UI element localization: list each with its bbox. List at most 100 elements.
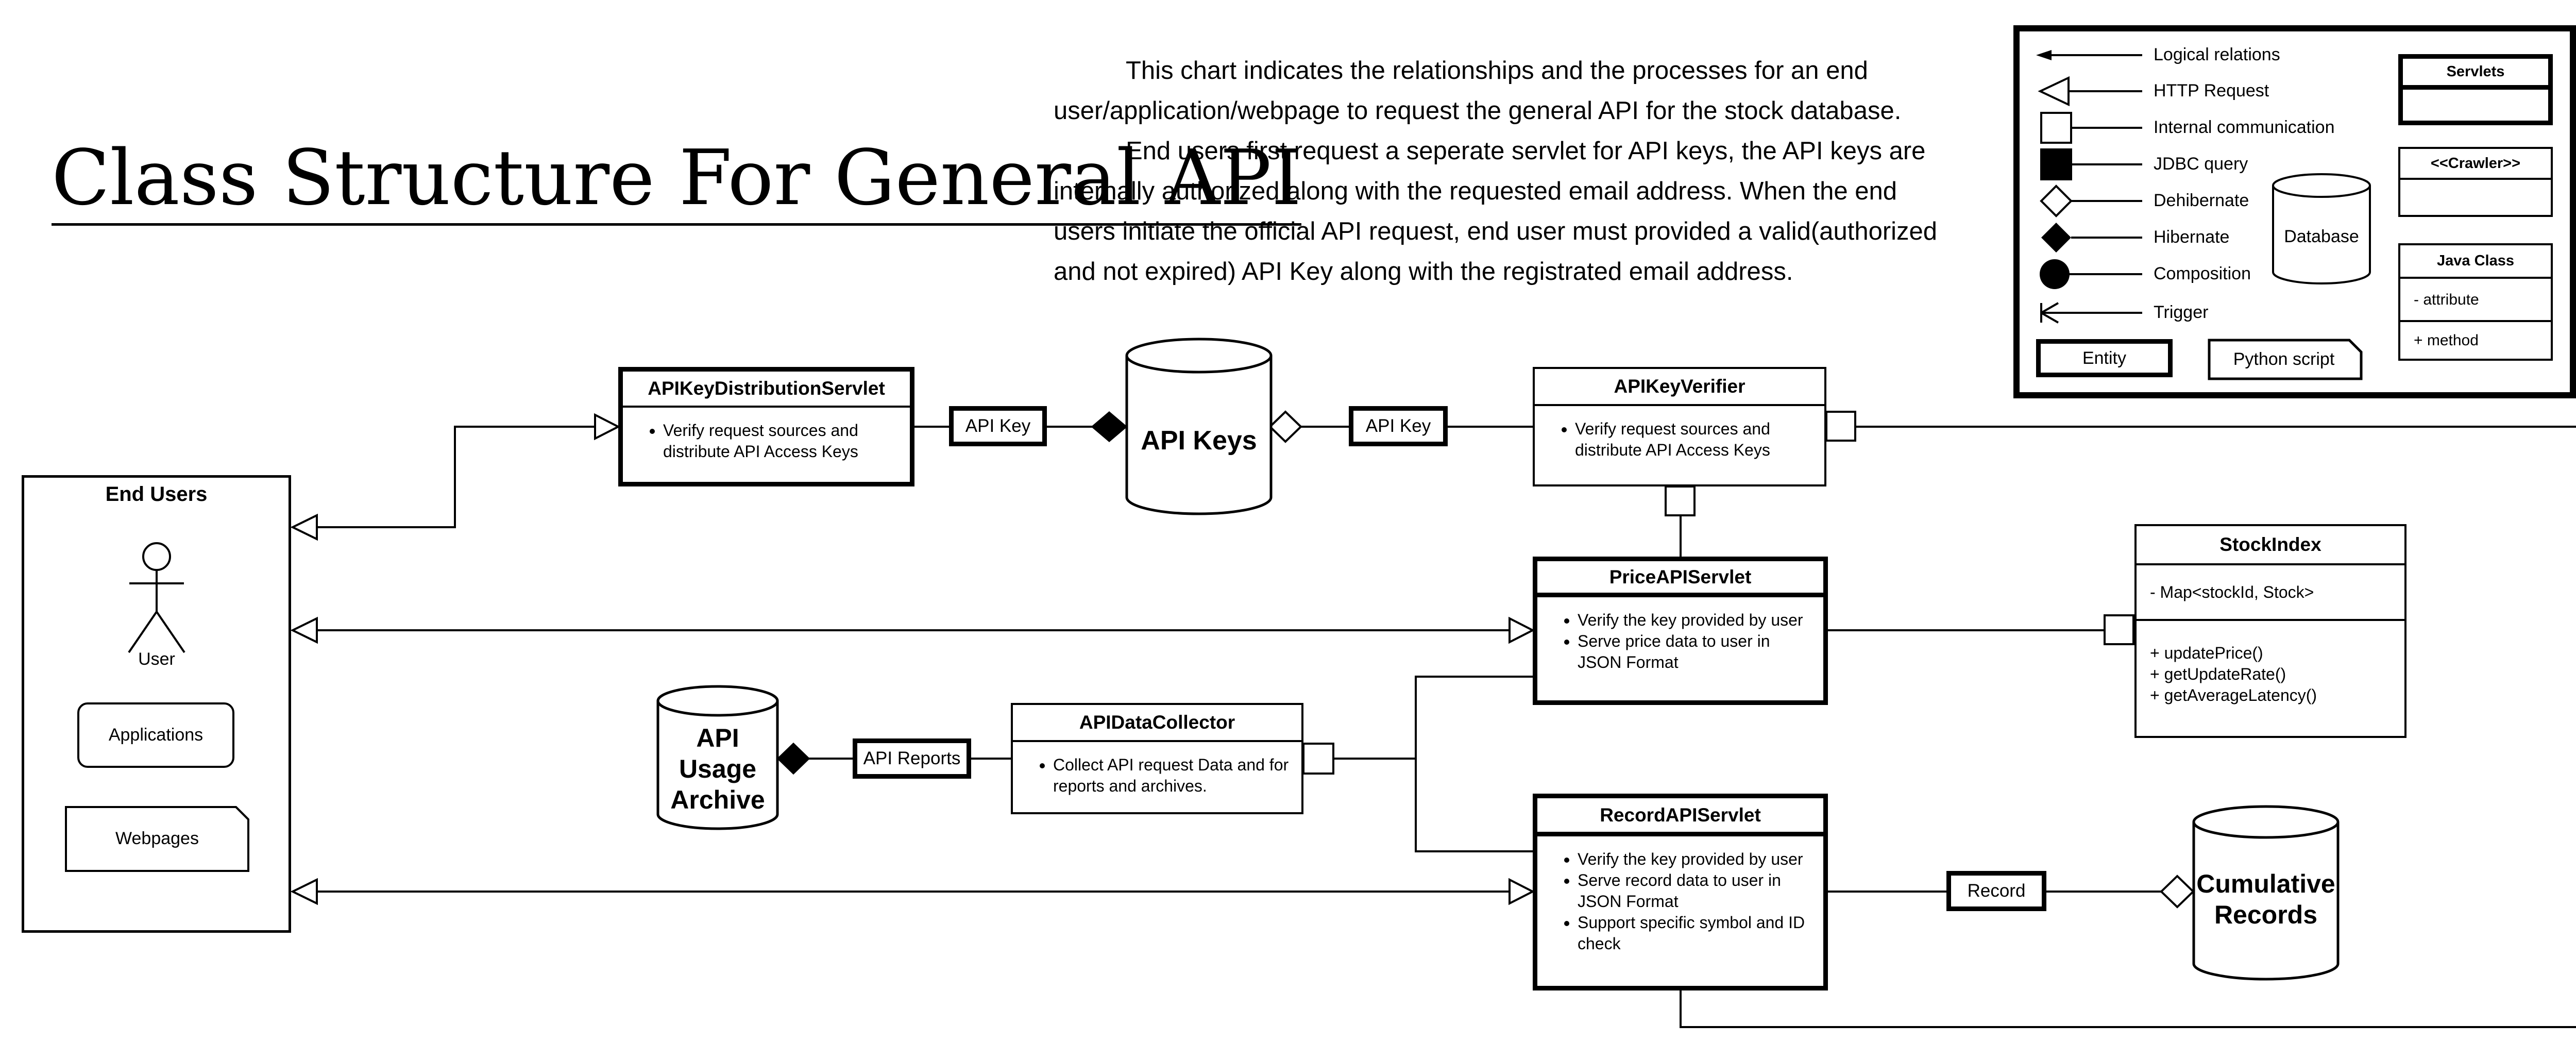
description-paragraph-2: End users first request a seperate servl… [1054,137,1938,286]
legend-servlets-name: Servlets [2403,59,2548,90]
user-icon-leg-left [128,611,158,653]
legend-java-class: Java Class - attribute + method [2398,243,2553,361]
api-key-label-right: API Key [1349,406,1448,446]
connector-enduser-keydistribution [317,426,598,528]
class-bullet: Verify request sources and distribute AP… [1575,418,1817,461]
hibernate-marker [776,742,810,775]
end-users-panel: End Users [22,475,291,933]
filled-circle-icon [2040,259,2070,289]
legend-python-label: Python script [2233,349,2335,369]
internal-comm-marker [1665,485,1696,516]
legend-label-jdbc: JDBC query [2154,154,2248,174]
record-api-servlet: RecordAPIServlet Verify the key provided… [1533,794,1828,990]
class-name: RecordAPIServlet [1537,798,1823,836]
hibernate-marker [1091,411,1128,442]
api-data-collector: APIDataCollector Collect API request Dat… [1011,703,1303,814]
user-label: User [138,649,175,669]
description-paragraph-1: This chart indicates the relationships a… [1054,57,1902,125]
legend-java-class-name: Java Class [2400,245,2551,279]
class-bullet: Support specific symbol and ID check [1578,912,1816,954]
usage-archive-db-label: API Usage Archive [670,724,765,814]
api-keys-db-label: API Keys [1141,426,1257,456]
legend-label-internal: Internal communication [2154,117,2335,137]
http-request-arrow [290,878,318,905]
legend-database-body [2272,186,2371,284]
description: This chart indicates the relationships a… [1054,51,1940,292]
cumulative-records-db-label: Cumulative Records [2196,869,2335,929]
legend-entity: Entity [2036,339,2173,377]
http-request-arrow [594,413,621,441]
python-script-note [2208,339,2363,380]
class-method: + getUpdateRate() [2150,665,2286,683]
filled-diamond-icon [2041,223,2071,253]
stock-index-class: StockIndex - Map<stockId, Stock> + updat… [2134,524,2406,738]
class-name: StockIndex [2137,526,2404,565]
legend-crawler: <<Crawler>> [2398,147,2553,217]
class-bullet: Serve price data to user in JSON Format [1578,631,1816,673]
legend-label-dehibernate: Dehibernate [2154,191,2249,210]
class-name: APIDataCollector [1013,705,1301,742]
legend-label-logical: Logical relations [2154,45,2280,64]
internal-comm-marker [1302,743,1334,775]
record-label: Record [1946,871,2046,911]
hollow-diamond-icon [2040,184,2073,217]
legend-label-trigger: Trigger [2154,303,2209,322]
dehibernate-marker [1268,410,1302,443]
class-method: + getAverageLatency() [2150,686,2317,704]
class-bullets: Verify request sources and distribute AP… [623,408,910,462]
internal-comm-marker [2104,614,2134,645]
hollow-square-icon [2040,112,2072,144]
class-bullet: Collect API request Data and for reports… [1053,754,1294,797]
webpages-note [65,806,249,872]
class-method: + updatePrice() [2150,644,2263,662]
connector-branch-price [1415,676,1533,852]
class-name: APIKeyDistributionServlet [623,372,910,408]
class-methods: + updatePrice() + getUpdateRate() + getA… [2137,619,2404,706]
crows-foot-icon [2040,302,2059,324]
class-bullets: Collect API request Data and for reports… [1013,742,1301,797]
applications-box: Applications [77,702,234,768]
usage-archive-db-top [656,685,779,717]
internal-comm-marker [1825,411,1856,442]
page-title: Class Structure For General API [52,129,1302,232]
class-bullet: Verify the key provided by user [1578,849,1816,870]
legend-label-hibernate: Hibernate [2154,227,2230,247]
class-bullet: Serve record data to user in JSON Format [1578,870,1816,912]
class-attribute: - Map<stockId, Stock> [2150,582,2314,601]
class-bullet: Verify request sources and distribute AP… [663,420,903,462]
legend-database-top [2272,173,2371,198]
legend-java-class-attribute: - attribute [2414,291,2479,308]
dehibernate-marker [2160,875,2195,909]
filled-square-icon [2040,148,2072,180]
http-request-arrow [1509,878,1535,905]
end-users-title: End Users [105,483,208,506]
legend-label-http: HTTP Request [2154,81,2269,100]
legend-java-class-method: + method [2400,320,2551,359]
api-key-distribution-servlet: APIKeyDistributionServlet Verify request… [618,367,914,486]
class-bullet: Verify the key provided by user [1578,610,1816,631]
usage-archive-db-body [656,701,779,830]
api-key-verifier: APIKeyVerifier Verify request sources an… [1533,367,1826,486]
user-icon-leg-right [156,611,185,653]
filled-arrow-icon [2036,50,2052,60]
api-keys-db-top [1125,338,1273,374]
class-bullets: Verify request sources and distribute AP… [1535,406,1824,461]
http-request-arrow [1509,616,1535,644]
connector-verifier-record-loop [1680,426,2576,1028]
hollow-triangle-icon [2038,76,2070,107]
http-request-arrow [290,616,318,644]
legend-frame [2013,25,2576,398]
api-key-label-left: API Key [949,406,1047,446]
http-request-arrow [290,513,318,541]
cumulative-records-db-top [2192,805,2340,839]
cumulative-records-db-body [2192,822,2340,981]
class-bullets: Verify the key provided by user Serve pr… [1537,597,1823,673]
legend-servlets: Servlets [2398,54,2553,125]
legend-database-label: Database [2284,227,2359,246]
price-api-servlet: PriceAPIServlet Verify the key provided … [1533,557,1828,705]
legend-crawler-name: <<Crawler>> [2400,149,2551,180]
api-keys-db-body [1125,356,1273,515]
class-bullets: Verify the key provided by user Serve re… [1537,836,1823,954]
class-name: APIKeyVerifier [1535,369,1824,406]
